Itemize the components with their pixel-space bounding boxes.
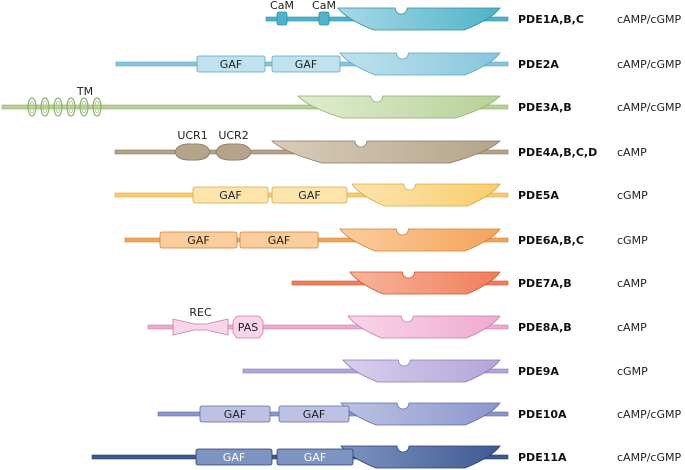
catalytic-domain — [297, 95, 501, 119]
domain-label: UCR1 — [177, 129, 207, 142]
domain-label: GAF — [268, 234, 290, 247]
row-pde9: PDE9A cGMP — [242, 359, 648, 383]
substrate-label: cAMP — [617, 277, 647, 290]
substrate-label: cAMP/cGMP — [617, 13, 681, 26]
row-pde1: CaM CaM PDE1A,B,C cAMP/cGMP — [265, 0, 681, 31]
gaf-domain: GAF — [196, 55, 266, 73]
row-pde11: GAF GAF PDE11A cAMP/cGMP — [91, 445, 681, 469]
domain-label: REC — [189, 306, 212, 319]
pde-name: PDE6A,B,C — [518, 234, 584, 247]
gaf-domain: GAF — [271, 55, 341, 73]
gaf-domain: GAF — [239, 231, 319, 249]
domain-label: TM — [76, 85, 93, 98]
substrate-label: cGMP — [617, 189, 648, 202]
catalytic-domain — [347, 315, 501, 339]
substrate-label: cAMP/cGMP — [617, 101, 681, 114]
ucr-domain: UCR2 — [215, 129, 252, 161]
gaf-domain: GAF — [159, 231, 238, 249]
domain-label: GAF — [220, 58, 242, 71]
pde-name: PDE2A — [518, 58, 559, 71]
domain-label: GAF — [295, 58, 317, 71]
domain-label: PAS — [238, 321, 258, 334]
gaf-domain: GAF — [278, 405, 350, 423]
substrate-label: cAMP — [617, 146, 647, 159]
substrate-label: cAMP — [617, 321, 647, 334]
pde-name: PDE4A,B,C,D — [518, 146, 597, 159]
row-pde3: TM PDE3A,B cAMP/cGMP — [1, 85, 681, 119]
pas-domain: PAS — [232, 315, 264, 339]
domain-label: GAF — [187, 234, 209, 247]
row-pde8: REC PAS PDE8A,B cAMP — [147, 306, 647, 339]
row-pde5: GAF GAF PDE5A cGMP — [114, 183, 648, 207]
substrate-label: cGMP — [617, 365, 648, 378]
substrate-label: cAMP/cGMP — [617, 58, 681, 71]
domain-label: UCR2 — [218, 129, 248, 142]
substrate-label: cAMP/cGMP — [617, 451, 681, 464]
domain-label: CaM — [270, 0, 294, 12]
pde-name: PDE7A,B — [518, 277, 572, 290]
pde-name: PDE9A — [518, 365, 559, 378]
backbone-line — [1, 104, 509, 110]
pde-name: PDE10A — [518, 408, 567, 421]
domain-label: GAF — [304, 451, 326, 464]
gaf-domain: GAF — [199, 405, 271, 423]
backbone-line — [147, 324, 509, 330]
pde-name: PDE11A — [518, 451, 567, 464]
tm-domain: TM — [27, 85, 102, 117]
catalytic-domain — [337, 7, 501, 31]
domain-label: GAF — [219, 189, 241, 202]
catalytic-domain — [342, 359, 501, 383]
domain-label: GAF — [224, 408, 246, 421]
pde-name: PDE3A,B — [518, 101, 572, 114]
domain-label: GAF — [303, 408, 325, 421]
gaf-domain: GAF — [192, 186, 269, 204]
substrate-label: cAMP/cGMP — [617, 408, 681, 421]
catalytic-domain — [340, 445, 501, 469]
pde-name: PDE1A,B,C — [518, 13, 584, 26]
cam-domain: CaM — [270, 0, 294, 26]
gaf-domain: GAF — [276, 448, 354, 466]
domain-label: GAF — [298, 189, 320, 202]
row-pde10: GAF GAF PDE10A cAMP/cGMP — [157, 402, 681, 426]
catalytic-domain — [339, 228, 501, 252]
gaf-domain: GAF — [271, 186, 348, 204]
row-pde6: GAF GAF PDE6A,B,C cGMP — [124, 228, 648, 252]
rec-domain: REC — [172, 306, 229, 336]
ucr-domain: UCR1 — [174, 129, 211, 161]
catalytic-domain — [339, 52, 501, 76]
domain-label: CaM — [312, 0, 336, 12]
catalytic-domain — [351, 183, 501, 207]
cam-domain: CaM — [312, 0, 336, 26]
substrate-label: cGMP — [617, 234, 648, 247]
domain-label: GAF — [223, 451, 245, 464]
catalytic-domain — [349, 271, 501, 295]
pde-name: PDE8A,B — [518, 321, 572, 334]
row-pde7: PDE7A,B cAMP — [291, 271, 647, 295]
pde-name: PDE5A — [518, 189, 559, 202]
gaf-domain: GAF — [195, 448, 273, 466]
catalytic-domain — [340, 402, 501, 426]
catalytic-domain — [271, 140, 501, 164]
row-pde2: GAF GAF PDE2A cAMP/cGMP — [115, 52, 681, 76]
